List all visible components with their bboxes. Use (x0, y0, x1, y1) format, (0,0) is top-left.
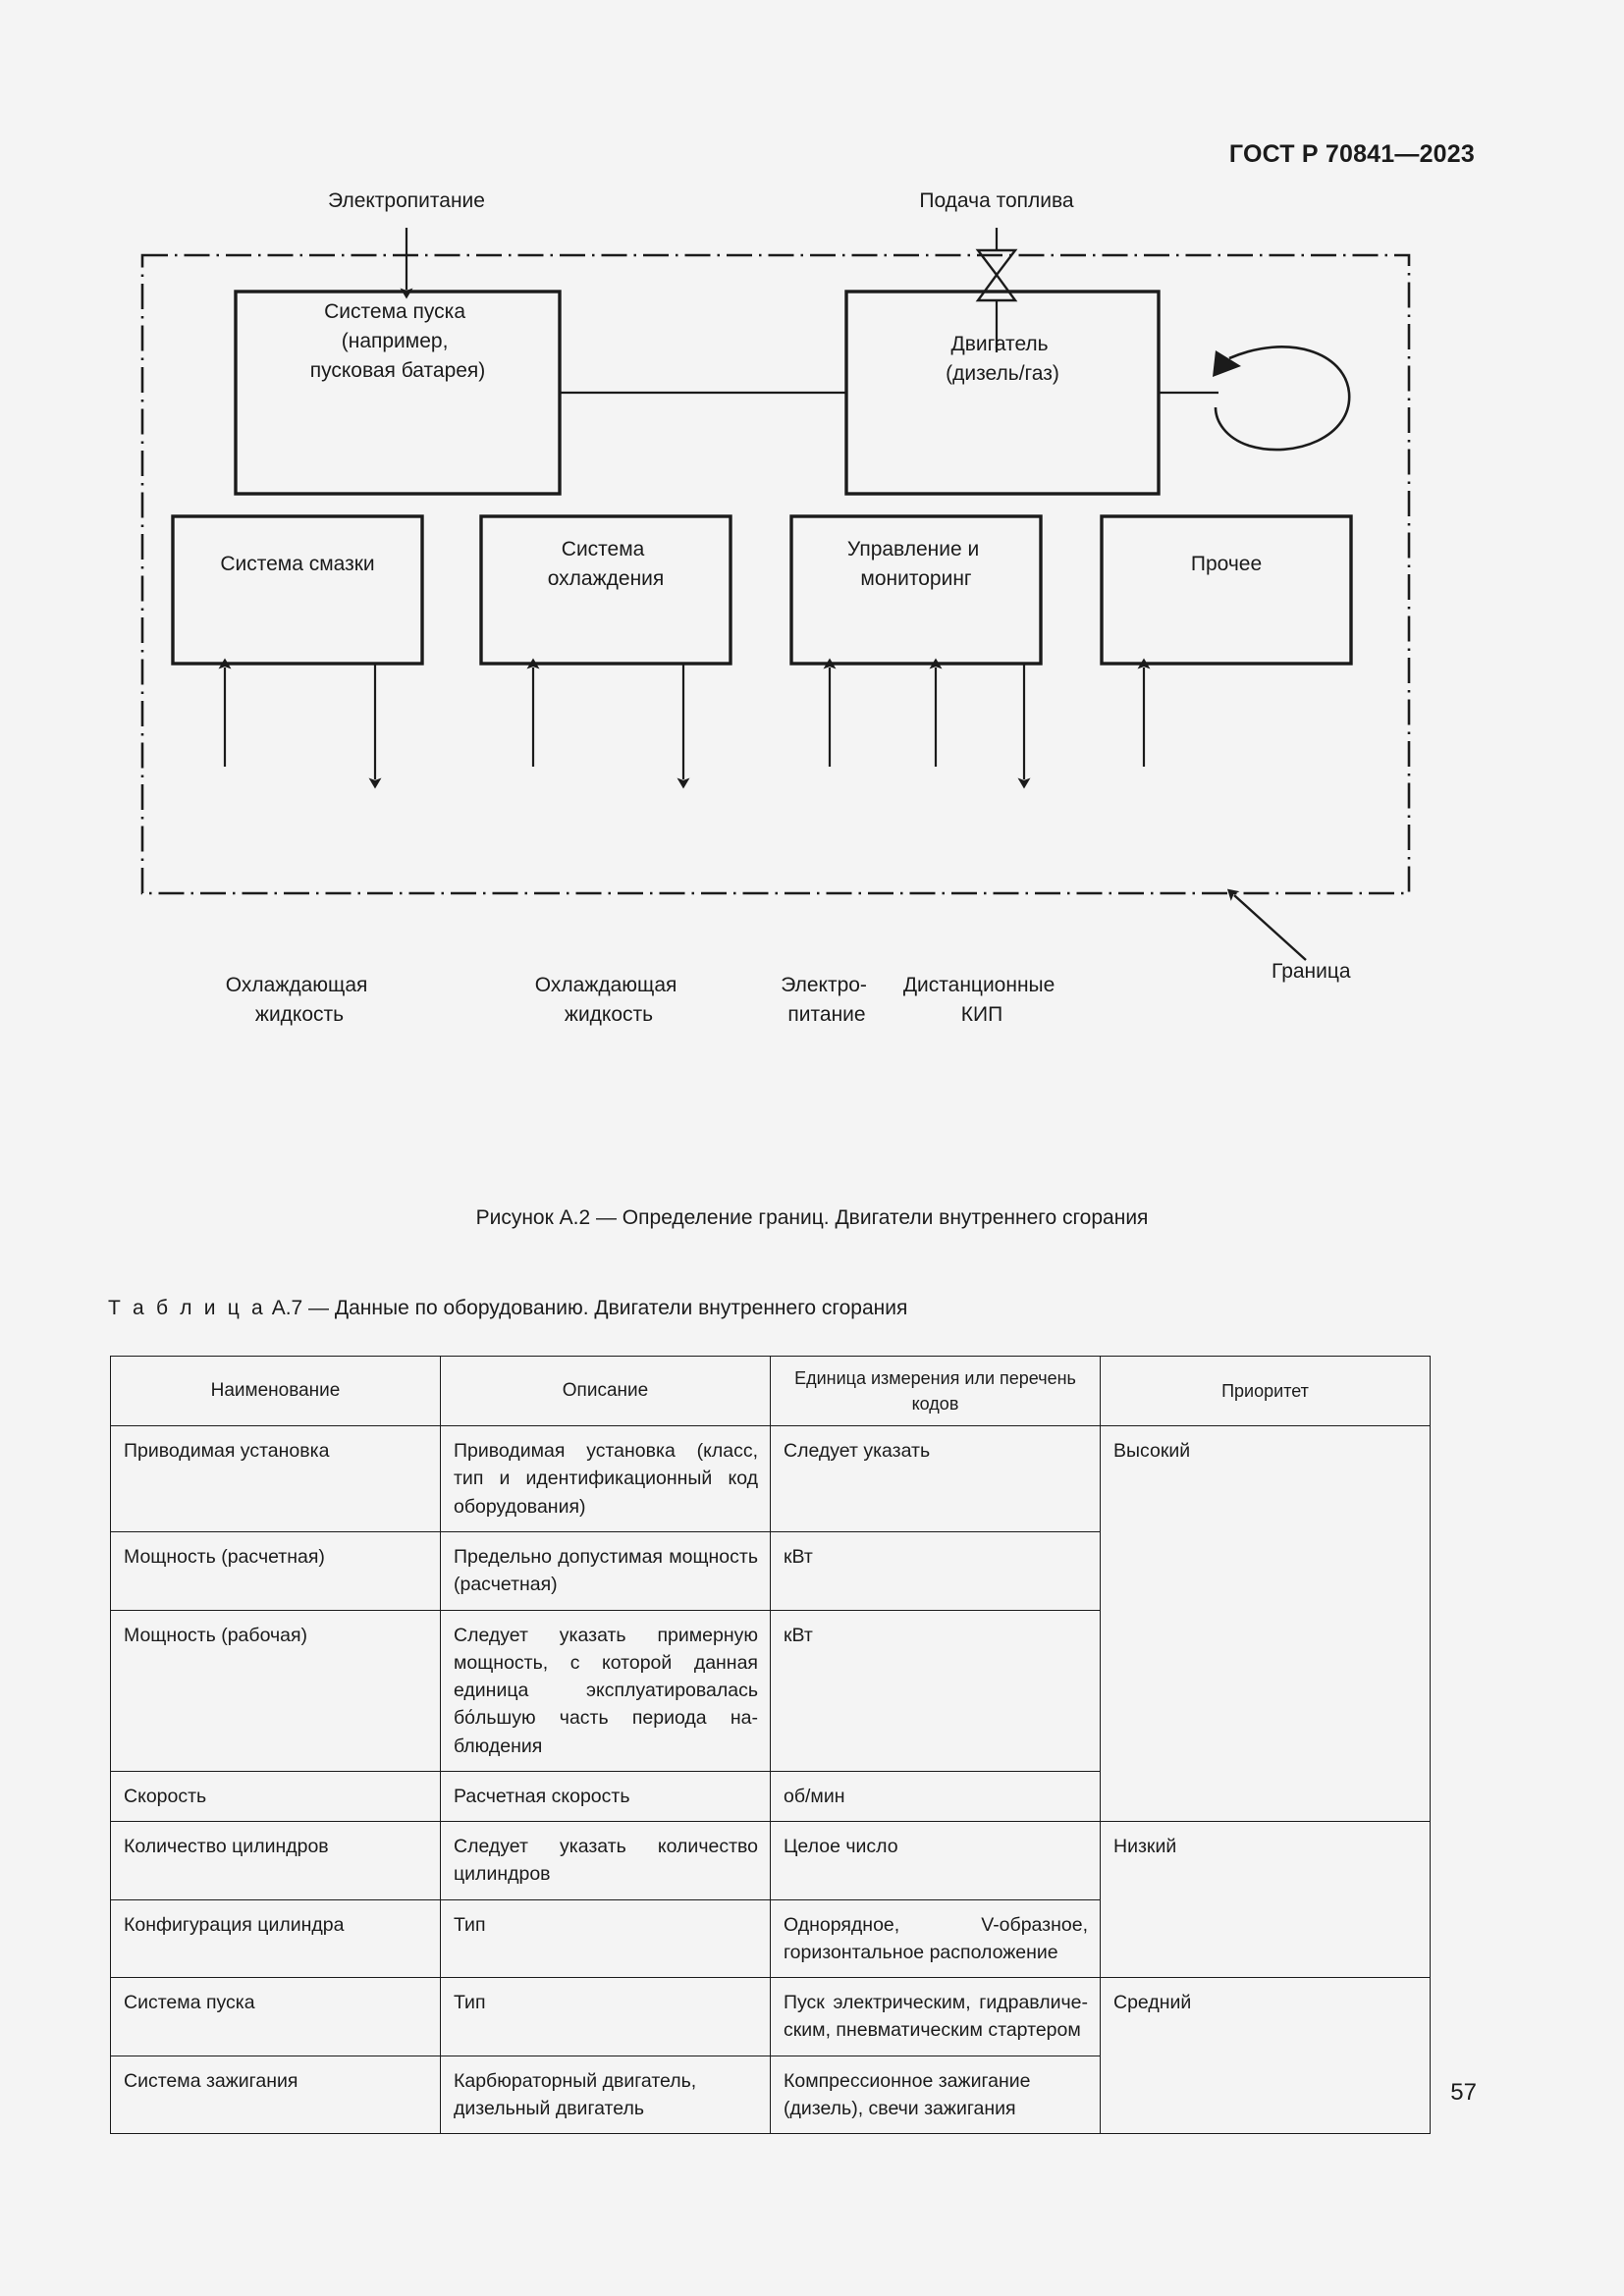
table-row: Мощность (расчетная) Предельно допустима… (110, 1530, 1431, 1611)
cell-name: Приводимая установка (110, 1425, 441, 1532)
table-title: Т а б л и ц а А.7 — Данные по оборудован… (108, 1297, 907, 1320)
box-cooling-system-label: Система охлаждения (548, 538, 665, 590)
box-other-label: Прочее (1191, 553, 1262, 575)
cell-description: Тип (440, 1977, 771, 2056)
page-number: 57 (1450, 2079, 1477, 2106)
box-other (1100, 514, 1353, 666)
column-header-description: Описание (440, 1355, 771, 1427)
cell-unit: Пуск электрическим, гидравличе­ским, пне… (770, 1977, 1101, 2056)
box-lubrication-system (171, 514, 424, 666)
cell-description: Следует указать примерную мощность, с ко… (440, 1609, 771, 1772)
cell-unit: Компрессионное зажигание (дизель), свечи… (770, 2055, 1101, 2135)
cell-priority: Средний (1100, 1977, 1431, 2135)
cell-unit: кВт (770, 1609, 1101, 1772)
cell-unit: Целое число (770, 1821, 1101, 1900)
figure-label-power-supply-bottom: Электро- питание (781, 974, 873, 1026)
table-row: Система зажигания Карбюраторный двигател… (110, 2055, 1431, 2135)
cell-name: Система пуска (110, 1977, 441, 2056)
rotation-icon (1213, 346, 1351, 452)
box-control-monitoring (789, 514, 1043, 666)
cell-name: Система зажигания (110, 2055, 441, 2135)
cell-name: Количество цилиндров (110, 1821, 441, 1900)
table-row: Приводимая установка Приводимая установк… (110, 1425, 1431, 1823)
cell-name: Конфигурация цилиндра (110, 1898, 441, 1979)
box-control-monitoring-label: Управление и мониторинг (847, 538, 985, 590)
figure-a2-boundary-diagram: Электропитание Подача топлива Система п (0, 192, 1624, 1184)
column-header-name: Наименование (110, 1355, 441, 1427)
figure-label-coolant-1: Охлаждающая жидкость (226, 974, 373, 1026)
cell-description: Расчетная скорость (440, 1770, 771, 1823)
figure-label-remote-instruments: Дистанционные КИП (903, 974, 1060, 1026)
cell-description: Следует указать количество цилин­дров (440, 1821, 771, 1900)
figure-label-boundary: Граница (1272, 960, 1351, 983)
table-row: Мощность (рабочая) Следует указать приме… (110, 1609, 1431, 1772)
column-header-unit: Единица измерения или перечень кодов (770, 1355, 1101, 1427)
cell-name: Мощность (расчетная) (110, 1530, 441, 1611)
cell-name: Мощность (рабочая) (110, 1609, 441, 1772)
cell-name: Скорость (110, 1770, 441, 1823)
standard-header: ГОСТ Р 70841—2023 (1228, 140, 1475, 168)
cell-description: Приводимая установка (класс, тип и идент… (440, 1425, 771, 1532)
table-row: Система пуска Тип Пуск электрическим, ги… (110, 1977, 1431, 2135)
boundary-rectangle (140, 253, 1411, 895)
equipment-data-table: Наименование Описание Единица измерения … (110, 1355, 1431, 2135)
box-start-system-label: Система пуска (например, пусковая батаре… (310, 300, 486, 382)
cell-description: Предельно допустимая мощность (рас­четна… (440, 1530, 771, 1611)
column-header-priority: Приоритет (1100, 1355, 1431, 1427)
cell-priority: Низкий (1100, 1821, 1431, 1979)
cell-description: Тип (440, 1898, 771, 1979)
table-row: Скорость Расчетная скорость об/мин (110, 1770, 1431, 1823)
cell-unit: Однорядное, V-образное, горизон­тальное … (770, 1898, 1101, 1979)
cell-unit: об/мин (770, 1770, 1101, 1823)
table-header-row: Наименование Описание Единица измерения … (110, 1355, 1431, 1427)
figure-label-coolant-2: Охлаждающая жидкость (535, 974, 682, 1026)
figure-label-fuel-supply: Подача топлива (919, 192, 1074, 212)
boundary-pointer-arrow (1226, 888, 1307, 961)
cell-priority: Высокий (1100, 1425, 1431, 1823)
cell-unit: Следует указать (770, 1425, 1101, 1532)
figure-caption: Рисунок А.2 — Определение границ. Двигат… (475, 1206, 1149, 1229)
cell-description: Карбюраторный двигатель, дизельный двига… (440, 2055, 771, 2135)
box-lubrication-system-label: Система смазки (220, 553, 374, 575)
table-row: Количество цилиндров Следует указать кол… (110, 1821, 1431, 1979)
table-title-prefix: Т а б л и ц а (108, 1297, 266, 1319)
table-title-rest: А.7 — Данные по оборудованию. Двигатели … (271, 1297, 908, 1319)
figure-label-power-supply: Электропитание (328, 192, 485, 212)
box-cooling-system (479, 514, 732, 666)
box-engine (844, 290, 1161, 496)
box-engine-label: Двигатель (дизель/газ) (946, 333, 1059, 385)
cell-unit: кВт (770, 1530, 1101, 1611)
